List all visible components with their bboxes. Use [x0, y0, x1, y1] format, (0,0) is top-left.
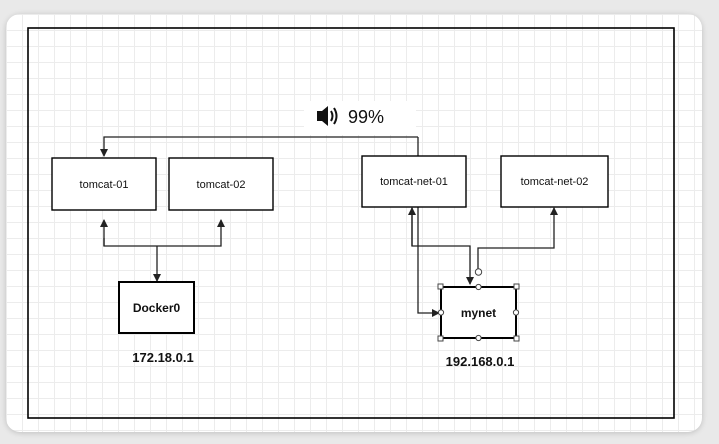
edge-bus-to-tomcat-02 — [103, 219, 225, 247]
node-label: Docker0 — [133, 301, 181, 315]
node-tomcat-02[interactable]: tomcat-02 — [168, 157, 274, 211]
speaker-icon — [317, 106, 338, 126]
docker0-ip-label: 172.18.0.1 — [132, 350, 193, 365]
node-label: tomcat-net-02 — [521, 176, 589, 188]
node-label: mynet — [461, 306, 496, 320]
mynet-selection-handles[interactable] — [437, 268, 520, 342]
edge-tomcat-net-01-to-mynet — [411, 208, 474, 285]
node-tomcat-net-02[interactable]: tomcat-net-02 — [500, 155, 609, 208]
edge-mynet-to-tomcat-01 — [100, 136, 418, 157]
node-tomcat-01[interactable]: tomcat-01 — [51, 157, 157, 211]
node-tomcat-net-01[interactable]: tomcat-net-01 — [361, 155, 467, 208]
volume-overlay: 99% — [304, 101, 416, 135]
node-label: tomcat-01 — [80, 179, 129, 191]
edge-mynet-to-tomcat-net-02 — [477, 207, 558, 272]
node-docker0[interactable]: Docker0 — [118, 281, 195, 334]
mynet-ip-label: 192.168.0.1 — [446, 354, 515, 369]
outer-frame — [27, 27, 675, 419]
volume-value: 99% — [348, 107, 384, 127]
node-mynet[interactable]: mynet — [440, 286, 517, 339]
node-label: tomcat-net-01 — [380, 176, 448, 188]
node-label: tomcat-02 — [197, 179, 246, 191]
diagram-card — [6, 14, 702, 432]
